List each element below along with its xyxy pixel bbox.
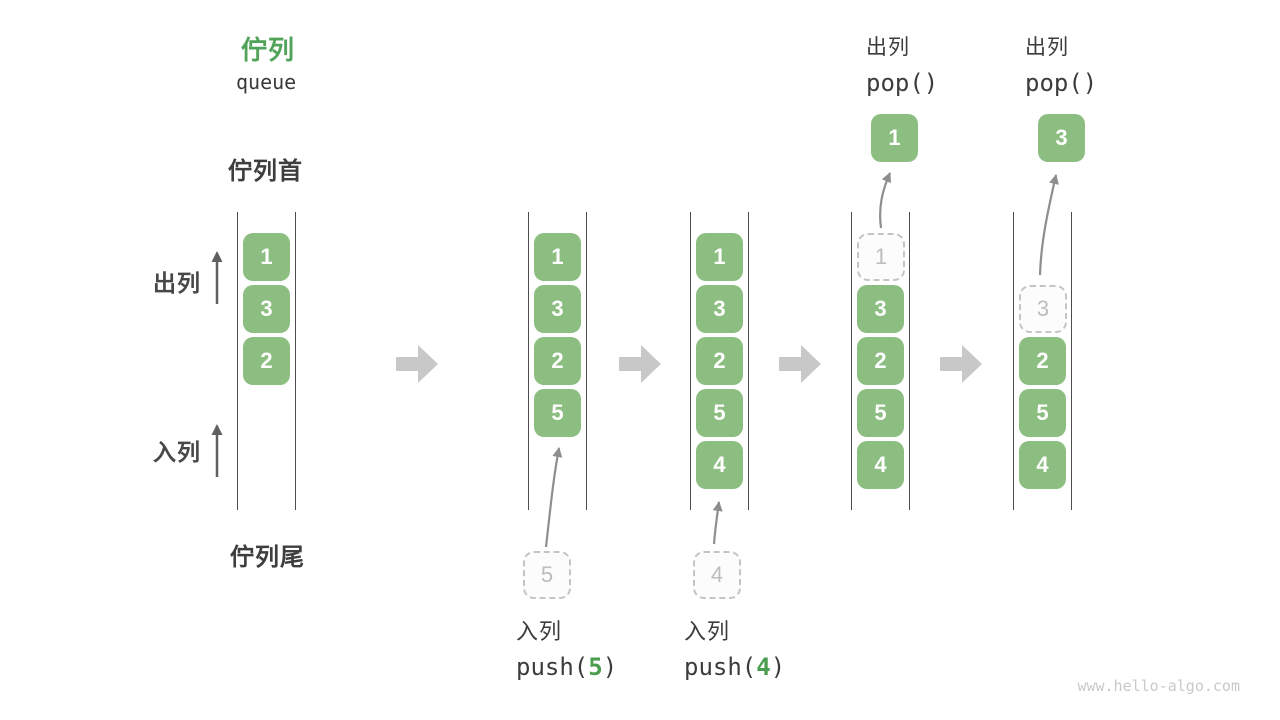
transition-arrow-icon <box>619 345 661 383</box>
dequeue-pointer-arrow-icon <box>879 172 892 229</box>
enqueue-caption-label: 入列 <box>516 619 563 644</box>
queue-element: 2 <box>696 337 743 385</box>
queue-element: 5 <box>534 389 581 437</box>
queue-element: 2 <box>857 337 904 385</box>
queue-element: 2 <box>1019 337 1066 385</box>
dequeue-caption-code: pop() <box>866 69 939 97</box>
queue-element-ghost: 1 <box>857 233 905 281</box>
popped-element: 3 <box>1038 114 1085 162</box>
queue-container <box>528 212 587 510</box>
popped-element: 1 <box>871 114 918 162</box>
dequeue-caption-label: 出列 <box>866 36 910 59</box>
diagram-title: 佇列 <box>241 35 296 65</box>
queue-element: 3 <box>857 285 904 333</box>
dequeue-caption: 出列 pop() <box>1025 30 1097 102</box>
queue-container <box>851 212 910 510</box>
dequeue-pointer-arrow-icon <box>1038 174 1059 276</box>
diagram-subtitle: queue <box>236 70 297 94</box>
enqueue-pointer-arrow-icon <box>544 447 563 548</box>
queue-element: 3 <box>696 285 743 333</box>
queue-element: 5 <box>857 389 904 437</box>
queue-element-ghost: 3 <box>1019 285 1067 333</box>
enqueue-pointer-arrow-icon <box>712 501 723 545</box>
enqueue-caption-code: push(4) <box>684 653 786 681</box>
queue-front-label: 佇列首 <box>228 158 303 185</box>
enqueue-caption: 入列 push(5) <box>516 614 617 686</box>
transition-arrow-icon <box>779 345 821 383</box>
enqueue-arg: 4 <box>756 653 771 681</box>
queue-element: 3 <box>243 285 290 333</box>
watermark: www.hello-algo.com <box>1077 677 1240 695</box>
dequeue-direction-label: 出列 <box>153 270 201 296</box>
queue-element: 1 <box>696 233 743 281</box>
queue-container <box>1013 212 1072 510</box>
enqueue-caption-code: push(5) <box>516 653 618 681</box>
dequeue-caption-code: pop() <box>1025 69 1098 97</box>
incoming-element-ghost: 4 <box>693 551 741 599</box>
queue-element: 5 <box>696 389 743 437</box>
queue-container <box>690 212 749 510</box>
enqueue-caption-label: 入列 <box>684 619 731 644</box>
queue-element: 5 <box>1019 389 1066 437</box>
queue-element: 3 <box>534 285 581 333</box>
enqueue-arg: 5 <box>588 653 603 681</box>
dequeue-caption: 出列 pop() <box>866 30 938 102</box>
transition-arrow-icon <box>940 345 982 383</box>
incoming-element-ghost: 5 <box>523 551 571 599</box>
queue-element: 4 <box>1019 441 1066 489</box>
queue-element: 1 <box>243 233 290 281</box>
transition-arrow-icon <box>396 345 438 383</box>
queue-element: 4 <box>857 441 904 489</box>
queue-rear-label: 佇列尾 <box>230 544 305 571</box>
queue-element: 1 <box>534 233 581 281</box>
enqueue-direction-label: 入列 <box>153 439 201 465</box>
queue-element: 4 <box>696 441 743 489</box>
dequeue-caption-label: 出列 <box>1025 36 1069 59</box>
queue-element: 2 <box>534 337 581 385</box>
queue-element: 2 <box>243 337 290 385</box>
enqueue-caption: 入列 push(4) <box>684 614 785 686</box>
queue-container <box>237 212 296 510</box>
